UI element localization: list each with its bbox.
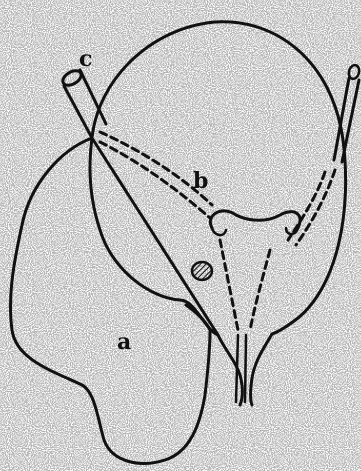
label-b: b: [193, 168, 208, 194]
label-c: c: [79, 46, 92, 72]
hatched-node: [192, 262, 212, 280]
label-a: a: [117, 329, 131, 355]
